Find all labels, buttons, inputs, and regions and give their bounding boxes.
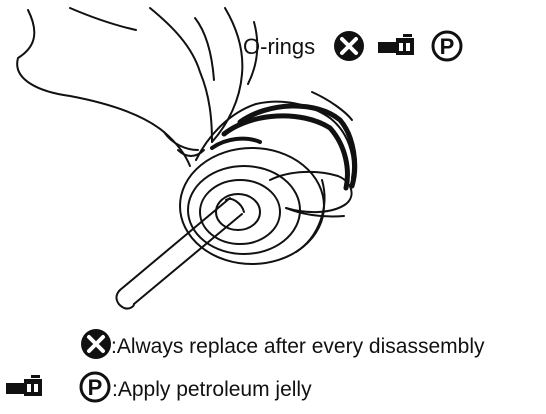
guide-rod: [115, 197, 245, 310]
grease-gun-icon: [6, 375, 42, 396]
svg-text:P: P: [88, 375, 103, 400]
grease-gun-icon: [378, 34, 414, 55]
replace-x-icon: [334, 31, 364, 61]
legend-jelly-text: :Apply petroleum jelly: [112, 378, 312, 401]
legend-replace-text: :Always replace after every disassembly: [111, 335, 485, 358]
petroleum-p-icon: P: [431, 30, 463, 62]
petroleum-p-icon: P: [79, 371, 111, 403]
replace-x-icon: [81, 329, 111, 359]
hand-outline: [16, 7, 353, 218]
o-ring-grooves: [210, 103, 358, 191]
piston-body: [179, 100, 354, 265]
svg-text:P: P: [440, 34, 455, 59]
o-rings-label: O-rings: [243, 34, 316, 59]
